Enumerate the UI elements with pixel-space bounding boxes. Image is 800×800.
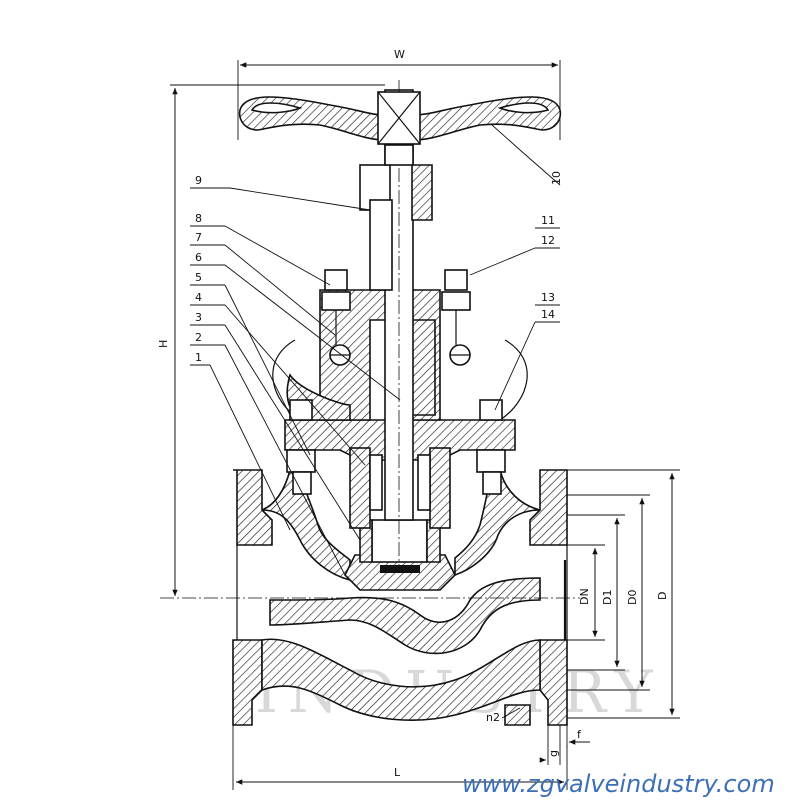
callout-7: 7 (195, 231, 202, 244)
body-bolts (286, 399, 506, 495)
callout-9: 9 (195, 174, 202, 187)
callout-4: 4 (195, 291, 202, 304)
bore-lines (160, 545, 580, 640)
callouts-right: 10 11 12 13 14 (469, 124, 563, 411)
dimension-label-d0: D0 (626, 590, 639, 605)
dimension-l: L (232, 725, 568, 790)
dimension-w: W (237, 48, 561, 140)
callout-10: 10 (550, 171, 563, 185)
dimension-label-h: H (157, 340, 170, 348)
handwheel (238, 91, 562, 166)
dimension-label-f: f (577, 728, 582, 741)
dimension-h: H (157, 84, 385, 596)
valve-disc (344, 519, 456, 591)
callout-2: 2 (195, 331, 202, 344)
callout-14: 14 (541, 308, 555, 321)
callout-5: 5 (195, 271, 202, 284)
dimension-label-d: D (656, 592, 669, 600)
website-url: www.zgvalveindustry.com (462, 770, 775, 798)
callout-1: 1 (195, 351, 202, 364)
callout-13: 13 (541, 291, 555, 304)
valve-body (232, 469, 568, 726)
callout-12: 12 (541, 234, 555, 247)
callout-11: 11 (541, 214, 555, 227)
dimension-label-w: W (394, 48, 405, 61)
callout-3: 3 (195, 311, 202, 324)
dimension-label-l: L (394, 766, 401, 779)
dimension-label-g: g (547, 750, 560, 757)
callout-6: 6 (195, 251, 202, 264)
dimension-label-d1: D1 (601, 590, 614, 605)
dimension-f-g: f g n2 (486, 707, 590, 765)
dimension-label-n2: n2 (486, 711, 500, 724)
dimension-label-dn: DN (578, 588, 591, 605)
callout-8: 8 (195, 212, 202, 225)
callouts-left: 9 8 7 6 5 4 3 2 1 (190, 174, 401, 576)
dimension-diameters: DN D1 D0 D (567, 469, 680, 719)
